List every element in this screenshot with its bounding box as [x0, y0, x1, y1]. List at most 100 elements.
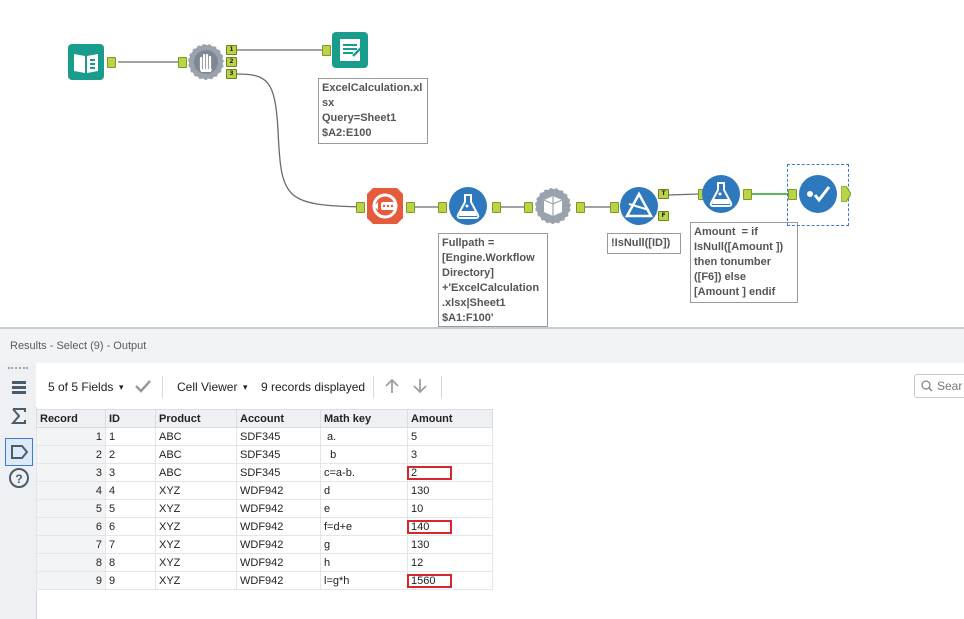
cell-account[interactable]: SDF345 [236, 445, 321, 464]
cell-id[interactable]: 6 [105, 517, 156, 536]
cell-math-key[interactable]: a. [320, 427, 408, 446]
input-output-anchor[interactable] [107, 57, 116, 68]
cell-record[interactable]: 9 [36, 571, 106, 590]
cell-record[interactable]: 3 [36, 463, 106, 482]
cell-record[interactable]: 1 [36, 427, 106, 446]
cell-id[interactable]: 7 [105, 535, 156, 554]
formula-tool-1[interactable] [449, 187, 487, 225]
cell-id[interactable]: 5 [105, 499, 156, 518]
cell-amount[interactable]: 3 [407, 445, 493, 464]
browse-output-anchor[interactable] [841, 186, 851, 202]
cell-record[interactable]: 8 [36, 553, 106, 572]
cell-amount[interactable]: 130 [407, 535, 493, 554]
fields-dropdown[interactable]: 5 of 5 Fields [48, 380, 114, 394]
formula2-out-anchor[interactable] [743, 189, 752, 200]
cell-amount[interactable]: 140 [407, 517, 493, 536]
cell-account[interactable]: SDF345 [236, 463, 321, 482]
results-grid[interactable]: Record ID Product Account Math key Amoun… [36, 409, 493, 590]
summary-sigma-icon[interactable] [8, 405, 30, 427]
cell-account[interactable]: WDF942 [236, 499, 321, 518]
cell-viewer-dropdown[interactable]: Cell Viewer [177, 380, 238, 394]
cell-id[interactable]: 9 [105, 571, 156, 590]
col-header-account[interactable]: Account [236, 409, 321, 428]
help-icon[interactable]: ? [8, 467, 30, 489]
input-data-tool[interactable] [68, 44, 104, 80]
cell-record[interactable]: 6 [36, 517, 106, 536]
formula1-in-anchor[interactable] [438, 202, 447, 213]
cell-product[interactable]: ABC [155, 463, 237, 482]
cell-product[interactable]: XYZ [155, 571, 237, 590]
select-out-anchor[interactable] [576, 202, 585, 213]
cell-math-key[interactable]: e [320, 499, 408, 518]
cell-account[interactable]: WDF942 [236, 481, 321, 500]
col-header-id[interactable]: ID [105, 409, 156, 428]
cell-amount[interactable]: 130 [407, 481, 493, 500]
cell-id[interactable]: 4 [105, 481, 156, 500]
dynamic-input-out-anchor[interactable] [406, 202, 415, 213]
filter-in-anchor[interactable] [610, 202, 619, 213]
col-header-product[interactable]: Product [155, 409, 237, 428]
col-header-amount[interactable]: Amount [407, 409, 493, 428]
filter-false-anchor[interactable]: F [658, 211, 669, 221]
select-tool[interactable] [534, 187, 572, 225]
browse-tool[interactable] [787, 164, 851, 226]
dynamic-input-in-anchor[interactable] [356, 202, 365, 213]
viewer-chevron-down-icon[interactable]: ▾ [243, 382, 248, 392]
sample-output-anchor-3[interactable]: 3 [226, 69, 237, 79]
cell-amount[interactable]: 1560 [407, 571, 493, 590]
col-header-record[interactable]: Record [36, 409, 106, 428]
cell-math-key[interactable]: c=a-b. [320, 463, 408, 482]
cell-amount[interactable]: 2 [407, 463, 493, 482]
search-input[interactable]: Sear [914, 374, 964, 398]
canvas-results-divider[interactable] [0, 327, 964, 329]
cell-amount[interactable]: 10 [407, 499, 493, 518]
cell-record[interactable]: 2 [36, 445, 106, 464]
workflow-canvas[interactable]: 1 2 3 ExcelCalculation.xl sx Query=Sheet… [0, 0, 964, 327]
cell-id[interactable]: 2 [105, 445, 156, 464]
arrow-down-icon[interactable] [412, 377, 428, 395]
output-input-anchor[interactable] [322, 45, 331, 56]
formula1-out-anchor[interactable] [492, 202, 501, 213]
cell-amount[interactable]: 5 [407, 427, 493, 446]
formula-tool-2[interactable] [702, 175, 740, 213]
sample-input-anchor[interactable] [178, 57, 187, 68]
arrow-up-icon[interactable] [384, 377, 400, 395]
cell-account[interactable]: SDF345 [236, 427, 321, 446]
cell-id[interactable]: 3 [105, 463, 156, 482]
sample-output-anchor-2[interactable]: 2 [226, 57, 237, 67]
col-header-math-key[interactable]: Math key [320, 409, 408, 428]
cell-record[interactable]: 4 [36, 481, 106, 500]
cell-math-key[interactable]: g [320, 535, 408, 554]
cell-math-key[interactable]: l=g*h [320, 571, 408, 590]
cell-account[interactable]: WDF942 [236, 571, 321, 590]
select-in-anchor[interactable] [524, 202, 533, 213]
cell-account[interactable]: WDF942 [236, 517, 321, 536]
output-data-tool[interactable] [332, 32, 368, 68]
cell-id[interactable]: 8 [105, 553, 156, 572]
rail-grip[interactable] [8, 367, 28, 371]
cell-math-key[interactable]: f=d+e [320, 517, 408, 536]
cell-math-key[interactable]: d [320, 481, 408, 500]
browse-in-anchor[interactable] [788, 189, 797, 200]
cell-product[interactable]: ABC [155, 427, 237, 446]
metadata-view-button[interactable] [5, 438, 33, 466]
filter-tool[interactable] [620, 187, 658, 225]
cell-product[interactable]: XYZ [155, 499, 237, 518]
cell-record[interactable]: 5 [36, 499, 106, 518]
cell-math-key[interactable]: b [320, 445, 408, 464]
cell-id[interactable]: 1 [105, 427, 156, 446]
filter-true-anchor[interactable]: T [658, 189, 669, 199]
apply-checkmark-icon[interactable] [134, 379, 152, 393]
dynamic-input-tool[interactable] [367, 188, 403, 224]
fields-chevron-down-icon[interactable]: ▾ [119, 382, 124, 392]
cell-account[interactable]: WDF942 [236, 535, 321, 554]
